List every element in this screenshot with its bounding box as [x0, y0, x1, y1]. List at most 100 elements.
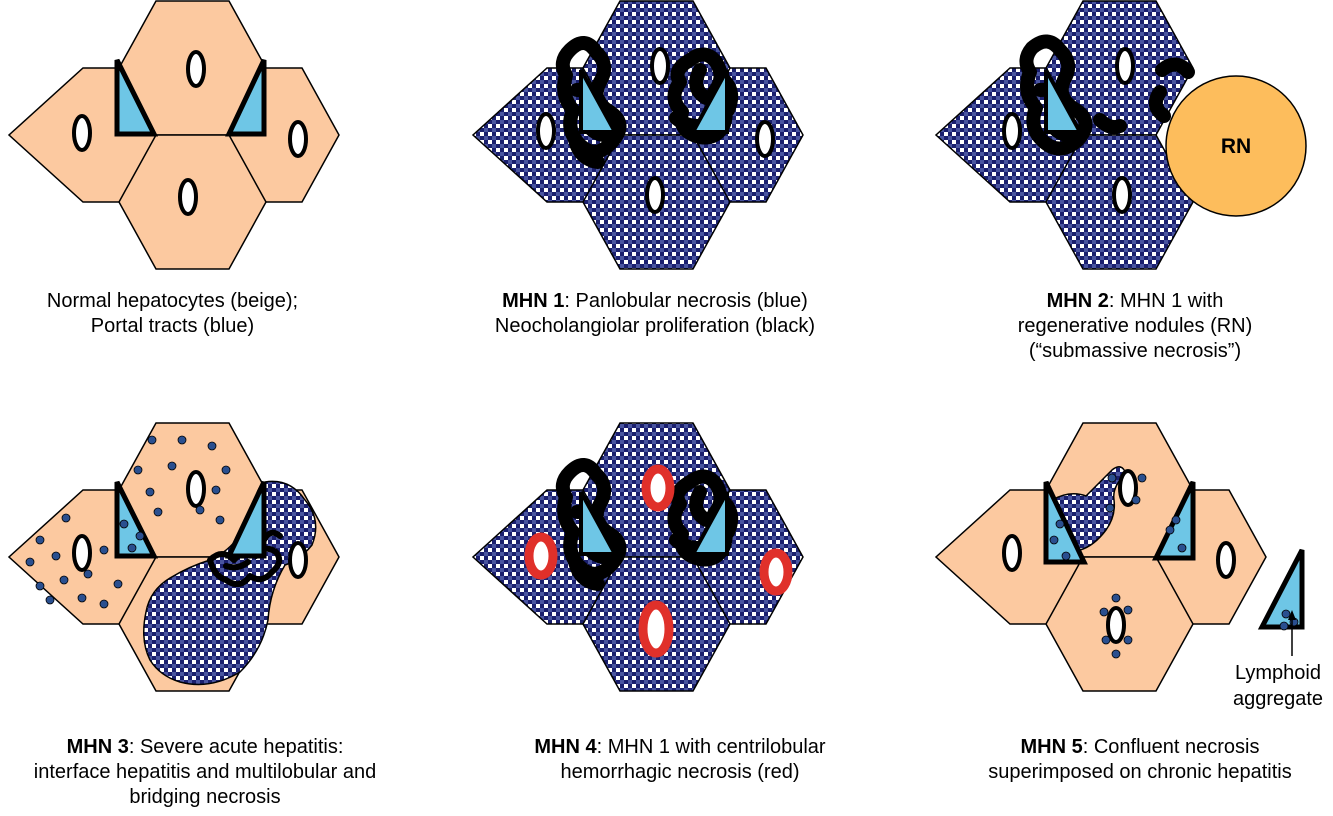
- central-vein: [1002, 47, 1135, 214]
- portal-tract: [114, 480, 159, 559]
- caption-normal: Normal hepatocytes (beige); Portal tract…: [10, 289, 335, 339]
- panel-mhn4: [471, 422, 804, 692]
- lymphocyte-dot: [1177, 543, 1187, 553]
- caption-line: MHN 1: Panlobular necrosis (blue): [455, 289, 855, 314]
- central-vein: [72, 50, 308, 216]
- panel-mhn1: [471, 0, 804, 270]
- lymphocyte-dot: [45, 595, 55, 605]
- portal-tract: [579, 491, 619, 556]
- panel-mhn3: [7, 422, 340, 692]
- lymphocyte-dot: [211, 485, 221, 495]
- panel-mhn5: Lymphoid aggregate: [934, 422, 1323, 710]
- lymphocytes: [1049, 473, 1299, 659]
- central-vein: [72, 470, 308, 579]
- caption-mhn3: MHN 3: Severe acute hepatitis: interface…: [0, 735, 410, 810]
- lymphocyte-dot: [195, 505, 205, 515]
- lymphocyte-dot: [221, 465, 231, 475]
- annotation-arrowhead: [1288, 610, 1296, 620]
- lymphocyte-dot: [153, 507, 163, 517]
- lymphocyte-dot: [215, 515, 225, 525]
- portal-tract: [689, 69, 729, 134]
- caption-line: MHN 5: Confluent necrosis: [955, 735, 1325, 760]
- portal-tract: [114, 58, 159, 137]
- caption-line: superimposed on chronic hepatitis: [988, 761, 1292, 783]
- caption-line: Normal hepatocytes (beige);: [46, 290, 299, 312]
- lymphocyte-dot: [83, 569, 93, 579]
- annotation-label-line-2: aggregate: [1233, 688, 1323, 710]
- neocholangiolar-proliferation: [555, 458, 739, 591]
- central-vein: [536, 47, 775, 214]
- lymphocyte-dot: [61, 513, 71, 523]
- caption-grade: MHN 2: [1046, 290, 1109, 312]
- lymphocyte-dot: [1279, 621, 1289, 631]
- regenerative-nodule: RN: [1165, 75, 1307, 217]
- lymphocyte-dot: [119, 519, 129, 529]
- lymphocyte-dot: [51, 551, 61, 561]
- lymphocyte-dot: [99, 599, 109, 609]
- lymphocyte-dot: [1101, 635, 1111, 645]
- portal-tract: [579, 69, 619, 134]
- hemorrhagic-central-vein: [524, 464, 793, 658]
- annotation-label-line-1: Lymphoid: [1235, 662, 1321, 684]
- nodule-label: RN: [1221, 135, 1251, 158]
- caption-line: MHN 4: MHN 1 with centrilobular: [480, 735, 880, 760]
- lymphocyte-dot: [1099, 607, 1109, 617]
- caption-mhn1: MHN 1: Panlobular necrosis (blue) Neocho…: [455, 289, 855, 339]
- caption-text: : MHN 1 with: [1108, 290, 1224, 312]
- lymphocyte-dot: [1049, 535, 1059, 545]
- lymphocyte-dot: [1107, 473, 1117, 483]
- lymphocyte-dot: [1281, 609, 1291, 619]
- lymphocyte-dot: [1061, 551, 1071, 561]
- caption-grade: MHN 5: [1020, 736, 1083, 758]
- lymphocyte-dot: [1171, 515, 1181, 525]
- caption-text: : Panlobular necrosis (blue): [564, 290, 808, 312]
- lymphocyte-dot: [127, 543, 137, 553]
- portal-tract: [1044, 69, 1084, 134]
- lymphocyte-dot: [1123, 605, 1133, 615]
- panel-mhn2: RN: [934, 0, 1307, 270]
- caption-grade: MHN 4: [534, 736, 597, 758]
- portal-tract: [225, 480, 267, 559]
- caption-line: interface hepatitis and multilobular and: [33, 761, 377, 783]
- lymphocyte-dot: [1131, 495, 1141, 505]
- caption-line: MHN 3: Severe acute hepatitis:: [0, 735, 410, 760]
- portal-tract: [225, 58, 267, 137]
- caption-grade: MHN 1: [502, 290, 565, 312]
- panel-normal: [7, 0, 340, 270]
- lymphocyte-dot: [59, 575, 69, 585]
- lymphocyte-dot: [167, 461, 177, 471]
- lymphocyte-dot: [135, 531, 145, 541]
- portal-tract: [689, 491, 729, 556]
- caption-line: Portal tracts (blue): [90, 315, 255, 337]
- lymphocyte-dot: [1111, 649, 1121, 659]
- lymphocyte-dot: [1055, 519, 1065, 529]
- lymphocyte-dot: [77, 593, 87, 603]
- lymphocyte-dot: [99, 545, 109, 555]
- lymphocyte-dot: [1123, 635, 1133, 645]
- lymphocyte-dot: [35, 581, 45, 591]
- lymphocytes: [25, 435, 231, 609]
- lymphocyte-dot: [113, 579, 123, 589]
- caption-mhn5: MHN 5: Confluent necrosis superimposed o…: [955, 735, 1325, 785]
- caption-text: : MHN 1 with centrilobular: [596, 736, 826, 758]
- caption-text: : Severe acute hepatitis:: [128, 736, 344, 758]
- lymphocyte-dot: [25, 557, 35, 567]
- lymphocyte-dot: [1105, 503, 1115, 513]
- lymphocyte-dot: [177, 435, 187, 445]
- caption-line: Neocholangiolar proliferation (black): [494, 315, 816, 337]
- caption-line: bridging necrosis: [129, 786, 281, 808]
- central-vein: [1002, 469, 1236, 644]
- caption-line: regenerative nodules (RN): [1017, 315, 1253, 337]
- caption-mhn2: MHN 2: MHN 1 with regenerative nodules (…: [990, 289, 1280, 364]
- caption-line: (“submassive necrosis”): [1028, 340, 1242, 362]
- lymphocyte-dot: [145, 487, 155, 497]
- caption-line: hemorrhagic necrosis (red): [560, 761, 800, 783]
- caption-mhn4: MHN 4: MHN 1 with centrilobular hemorrha…: [480, 735, 880, 785]
- lymphocyte-dot: [147, 435, 157, 445]
- lymphocyte-dot: [207, 441, 217, 451]
- lymphocyte-dot: [35, 535, 45, 545]
- lymphocyte-dot: [1165, 525, 1175, 535]
- caption-grade: MHN 3: [66, 736, 129, 758]
- caption-line: MHN 2: MHN 1 with: [990, 289, 1280, 314]
- lymphocyte-dot: [133, 465, 143, 475]
